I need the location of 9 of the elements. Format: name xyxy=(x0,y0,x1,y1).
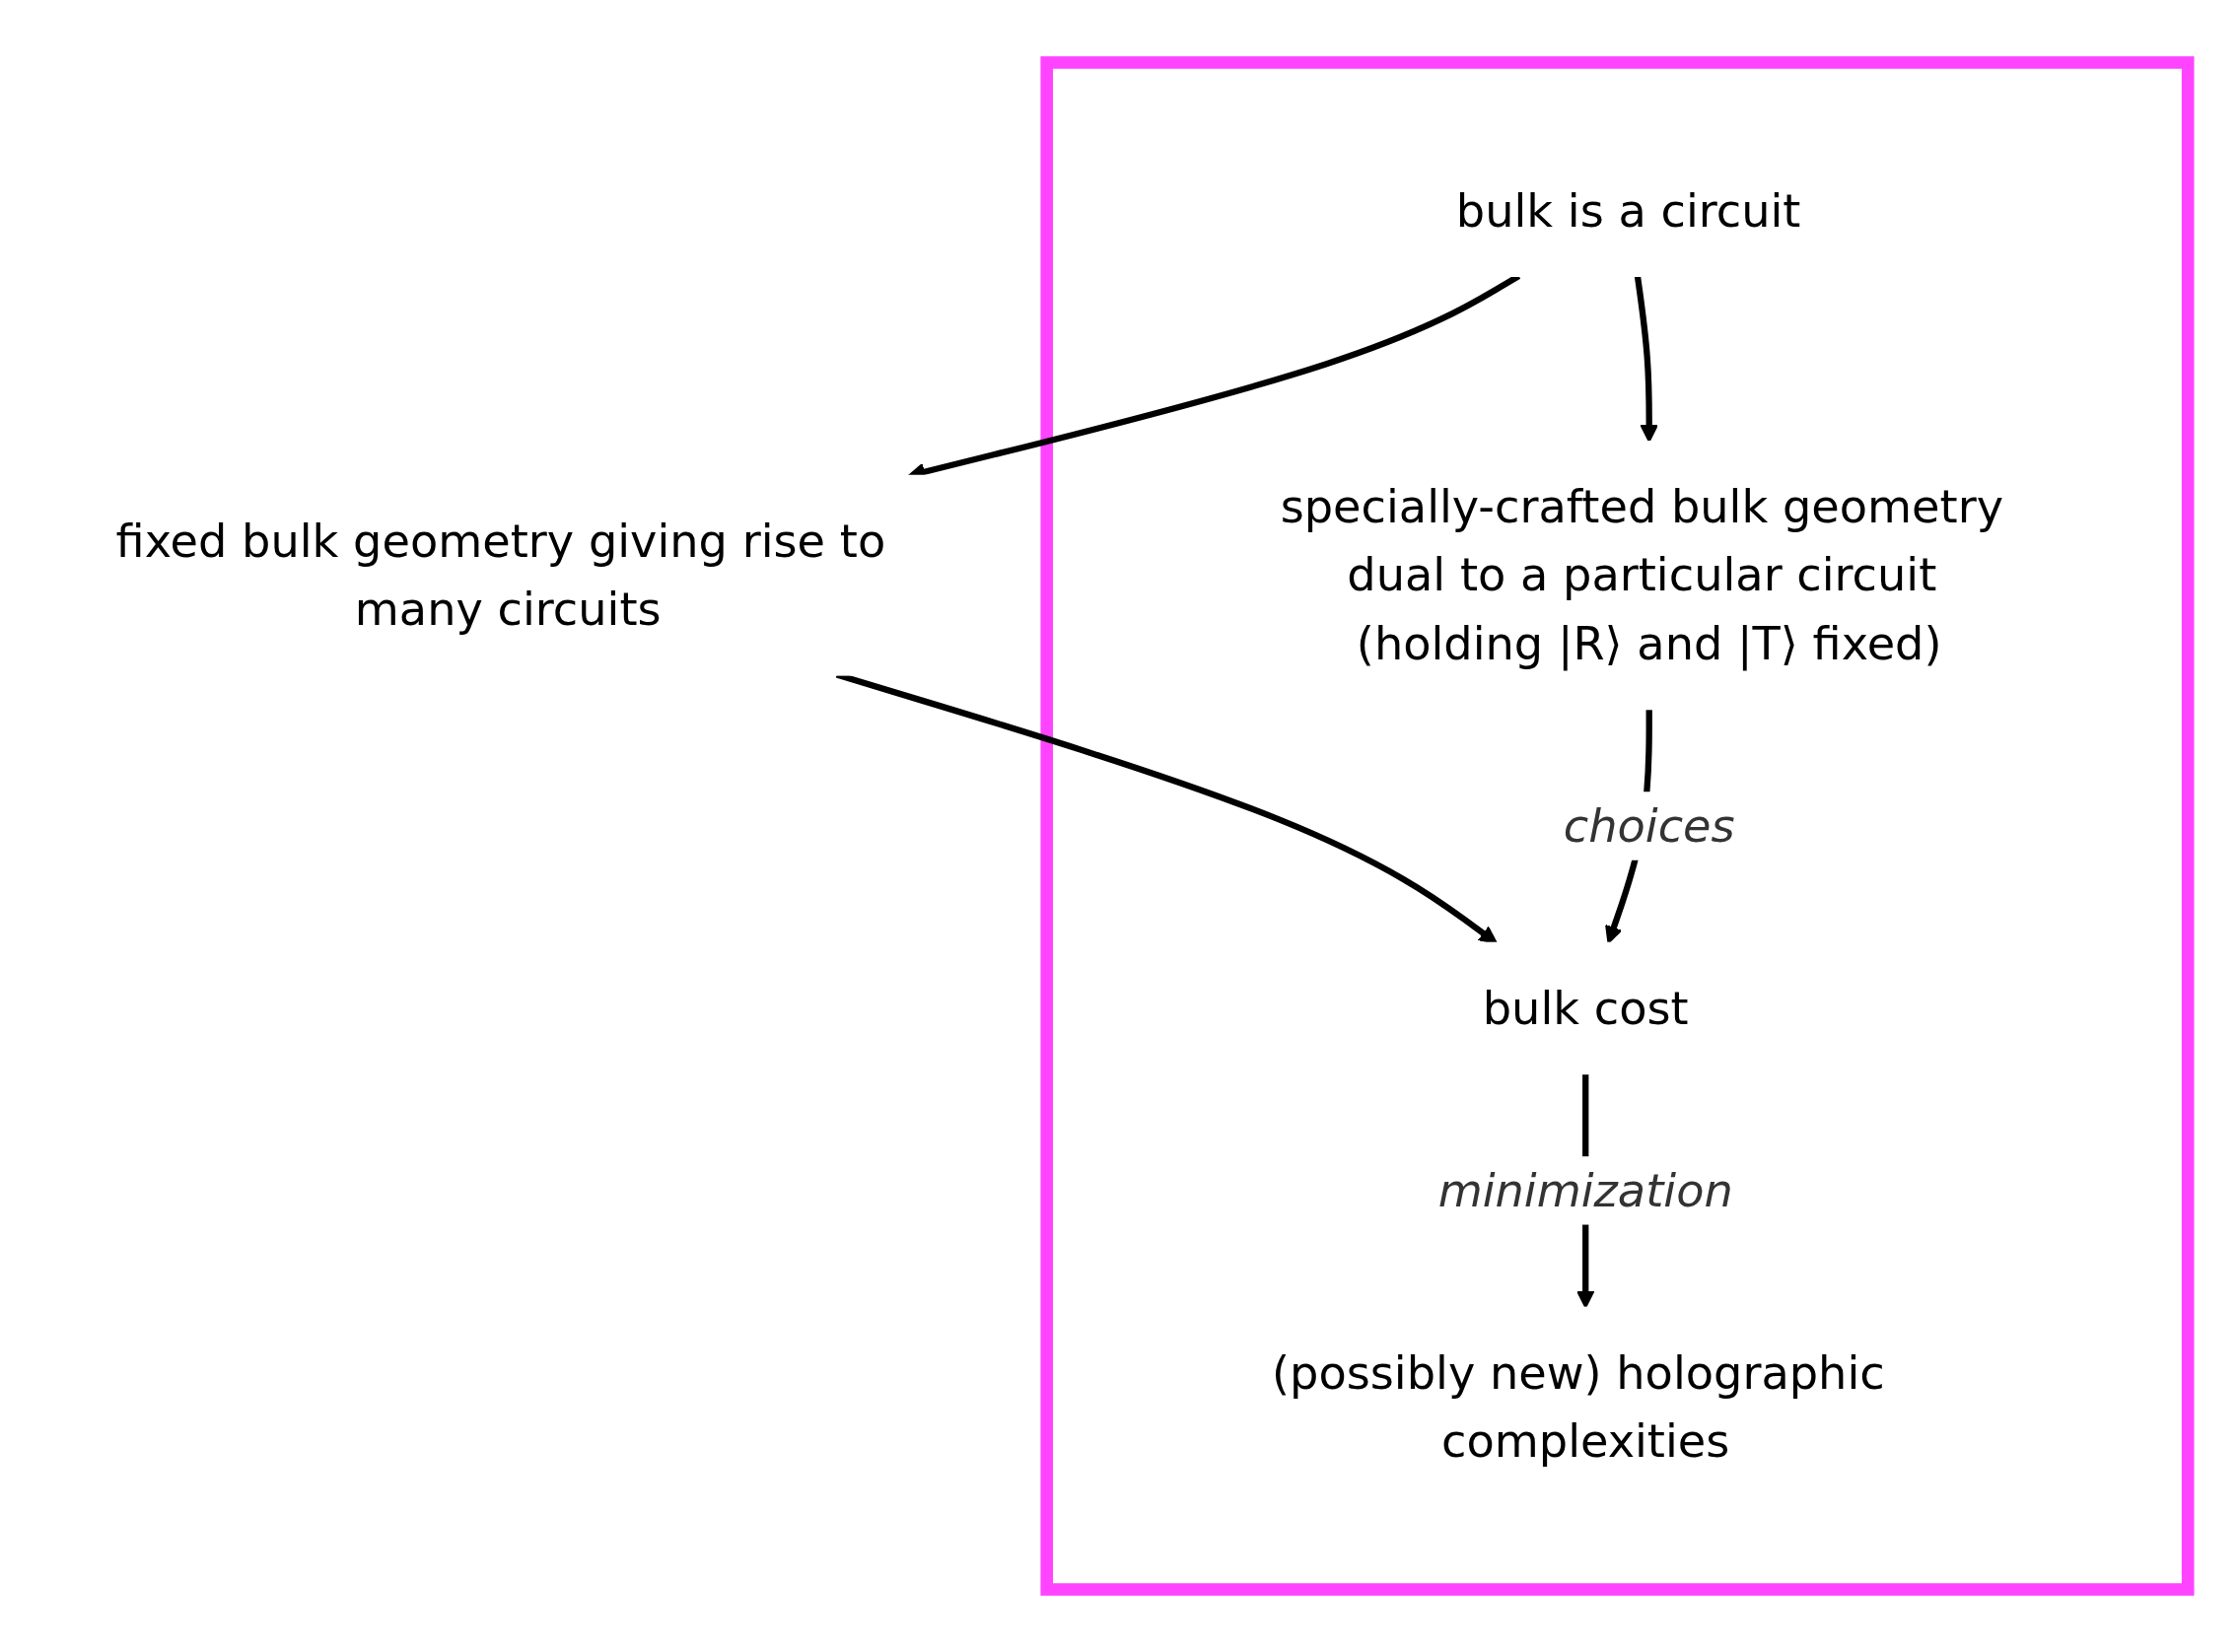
node-text: (possibly new) holographic complexities xyxy=(1271,1346,1885,1468)
node-text: specially-crafted bulk geometry dual to a particular circuit (holding |R⟩ and |T⟩ fixed) xyxy=(1280,481,2003,670)
cluster xyxy=(1039,56,2194,1596)
edge-label: minimization xyxy=(1437,1164,1733,1217)
arrow xyxy=(1634,275,1658,443)
node-text: fixed bulk geometry giving rise to many circuits xyxy=(115,515,885,636)
edge-label: choices xyxy=(1563,799,1735,853)
node-text: bulk is a circuit xyxy=(1455,184,1800,238)
node-text: bulk cost xyxy=(1482,982,1689,1035)
